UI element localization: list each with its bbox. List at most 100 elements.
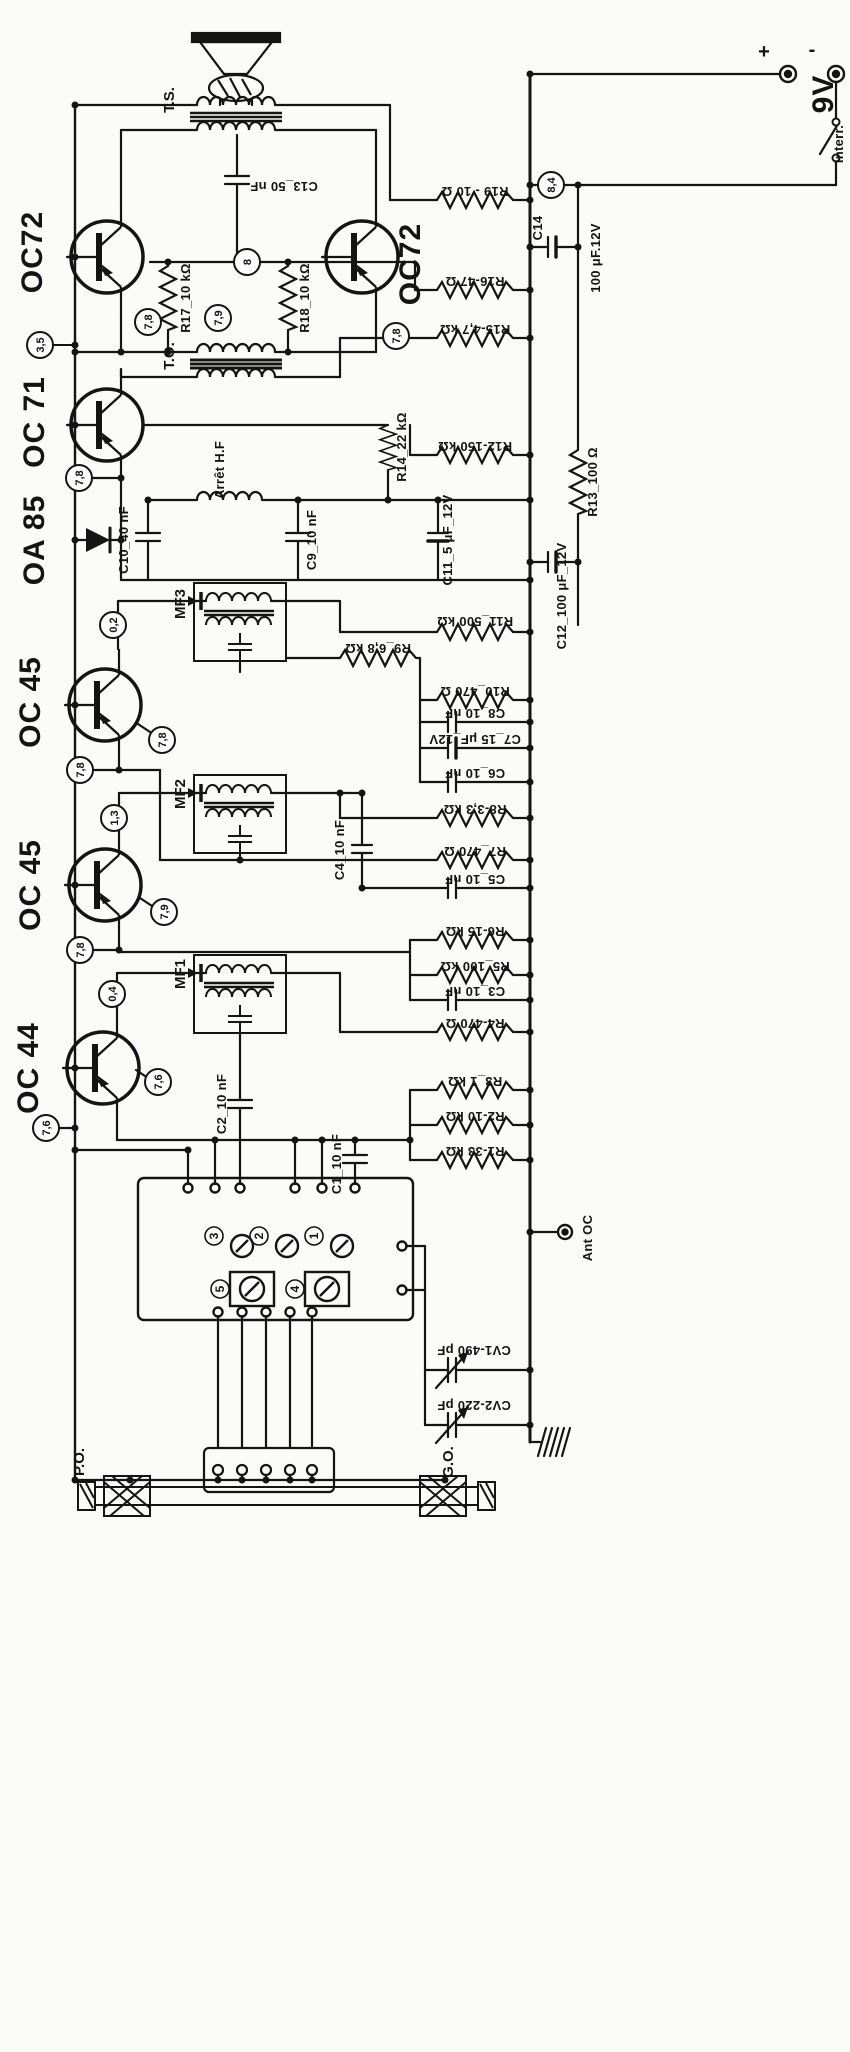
node-7-8-d: 7,8 xyxy=(157,732,169,747)
label-cv2: CV2-220 pF xyxy=(437,1398,511,1413)
battery-voltage: 9V xyxy=(807,75,840,114)
label-c4: C4_10 nF xyxy=(332,820,347,880)
label-cv1: CV1-490 pF xyxy=(437,1343,511,1358)
label-transformer-ts: T.S. xyxy=(161,87,178,113)
node-7-8-f: 7,8 xyxy=(75,942,87,957)
trimmer-label-3: 3 xyxy=(207,1232,221,1239)
node-7-6-a: 7,6 xyxy=(153,1074,165,1089)
label-c8: C8_10 nF xyxy=(445,706,505,721)
label-ant-oc: Ant OC xyxy=(580,1214,595,1261)
label-diode-oa85: OA 85 xyxy=(18,495,51,586)
node-7-9-b: 7,9 xyxy=(159,904,171,919)
tuning-capacitor-block xyxy=(136,1176,415,1322)
label-c3: C3_10 nF xyxy=(445,984,505,999)
node-7-8-a: 7,8 xyxy=(143,314,155,329)
if-transformer-mf2 xyxy=(176,774,287,854)
label-transistor-oc45-b: OC 45 xyxy=(14,839,47,931)
label-transistor-oc72-a: OC72 xyxy=(16,211,49,293)
labels: OC72 OC72 OC 71 OA 85 OC 45 OC 45 OC 44 … xyxy=(12,39,846,1478)
trimmer-label-5: 5 xyxy=(213,1285,227,1292)
label-transistor-oc71: OC 71 xyxy=(18,376,51,468)
label-c9: C9_10 nF xyxy=(304,510,319,570)
trimmer-label-4: 4 xyxy=(288,1285,302,1292)
label-r1: R1-33 kΩ xyxy=(445,1144,504,1159)
node-7-8-c: 7,8 xyxy=(74,470,86,485)
junction-dots xyxy=(71,70,582,1484)
label-r9: R9_6,8 kΩ xyxy=(345,641,411,656)
label-r13: R13_100 Ω xyxy=(585,447,600,517)
if-transformer-mf3 xyxy=(176,582,287,662)
label-r12: R12-150 kΩ xyxy=(438,439,512,454)
label-c12: C12_100 μF_12V xyxy=(554,543,569,650)
trimmer-label-2: 2 xyxy=(252,1232,266,1239)
node-7-6-b: 7,6 xyxy=(41,1120,53,1135)
trimmer-label-1: 1 xyxy=(307,1232,321,1239)
node-3-5: 3,5 xyxy=(35,337,47,352)
trimmer-4 xyxy=(313,1275,341,1303)
node-7-8-b: 7,8 xyxy=(391,328,403,343)
voltage-nodes xyxy=(26,171,565,1142)
label-transistor-oc45-a: OC 45 xyxy=(14,656,47,748)
battery-plus-sign: + xyxy=(758,41,770,63)
label-r14: R14_22 kΩ xyxy=(394,412,409,482)
label-r4: R4-470 Ω xyxy=(445,1016,504,1031)
trimmer-5 xyxy=(238,1275,266,1303)
node-1-3: 1,3 xyxy=(109,810,121,825)
label-r11: R11_500 kΩ xyxy=(437,614,513,629)
label-c14: C14 xyxy=(530,215,545,240)
label-mf1: MF1 xyxy=(172,959,189,989)
label-c14-value: 100 μF.12V xyxy=(588,223,603,293)
label-r19: R19 - 10 Ω xyxy=(442,184,509,199)
label-c6: C6_10 nF xyxy=(445,766,505,781)
node-8: 8 xyxy=(242,259,254,265)
battery-minus-sign: - xyxy=(809,39,816,61)
if-transformer-mf1 xyxy=(176,954,287,1034)
label-mf2: MF2 xyxy=(172,779,189,809)
label-r10: R10_470 Ω xyxy=(440,684,510,699)
label-switch: Interr. xyxy=(831,125,846,163)
terminal-strip xyxy=(202,1446,336,1494)
antenna-terminal xyxy=(556,1223,574,1241)
trimmer-1 xyxy=(329,1233,355,1259)
label-r17: R17_10 kΩ xyxy=(178,263,193,333)
transformer-to xyxy=(190,342,282,379)
ferrite-rod-antenna xyxy=(77,1475,496,1517)
node-0-4: 0,4 xyxy=(107,985,119,1001)
label-c5: C5_10 nF xyxy=(445,872,505,887)
label-transistor-oc72-b: OC72 xyxy=(394,223,427,305)
node-8-4: 8,4 xyxy=(546,176,558,192)
label-r5: R5_100 kΩ xyxy=(440,959,510,974)
label-c2: C2_10 nF xyxy=(214,1074,229,1134)
label-r18: R18_10 kΩ xyxy=(297,263,312,333)
speaker-icon xyxy=(190,31,282,103)
node-7-9-a: 7,9 xyxy=(213,310,225,325)
label-c13: C13_50 nF xyxy=(250,179,318,194)
label-po: P.O. xyxy=(71,1448,88,1476)
label-r7: R7_470 Ω xyxy=(444,844,506,859)
label-choke: Arrêt H.F xyxy=(212,441,227,499)
label-transformer-to: T.O. xyxy=(161,342,178,370)
label-c11: C11_5 μF_12V xyxy=(440,494,455,585)
label-r6: R6-15 kΩ xyxy=(445,924,504,939)
label-c1: C1_10 nF xyxy=(329,1134,344,1194)
node-7-8-e: 7,8 xyxy=(75,762,87,777)
label-go: G.O. xyxy=(440,1446,457,1478)
label-mf3: MF3 xyxy=(172,589,189,619)
diode-oa85-icon xyxy=(86,528,110,552)
power-switch-icon xyxy=(831,117,841,163)
label-r15: R15-4,7 kΩ xyxy=(440,322,511,337)
label-r2: R2-10 kΩ xyxy=(445,1109,504,1124)
label-c7: C7_15 μF_12V xyxy=(429,732,521,747)
battery-terminals xyxy=(778,64,846,84)
label-c10: C10_40 nF xyxy=(116,506,131,574)
trimmer-2 xyxy=(274,1233,300,1259)
label-transistor-oc44: OC 44 xyxy=(12,1022,45,1114)
trimmer-3 xyxy=(229,1233,255,1259)
label-r8: R8-3,3 kΩ xyxy=(444,802,507,817)
node-0-2: 0,2 xyxy=(108,617,120,632)
label-r16: R16-47 Ω xyxy=(445,274,504,289)
transformer-ts xyxy=(190,95,282,132)
